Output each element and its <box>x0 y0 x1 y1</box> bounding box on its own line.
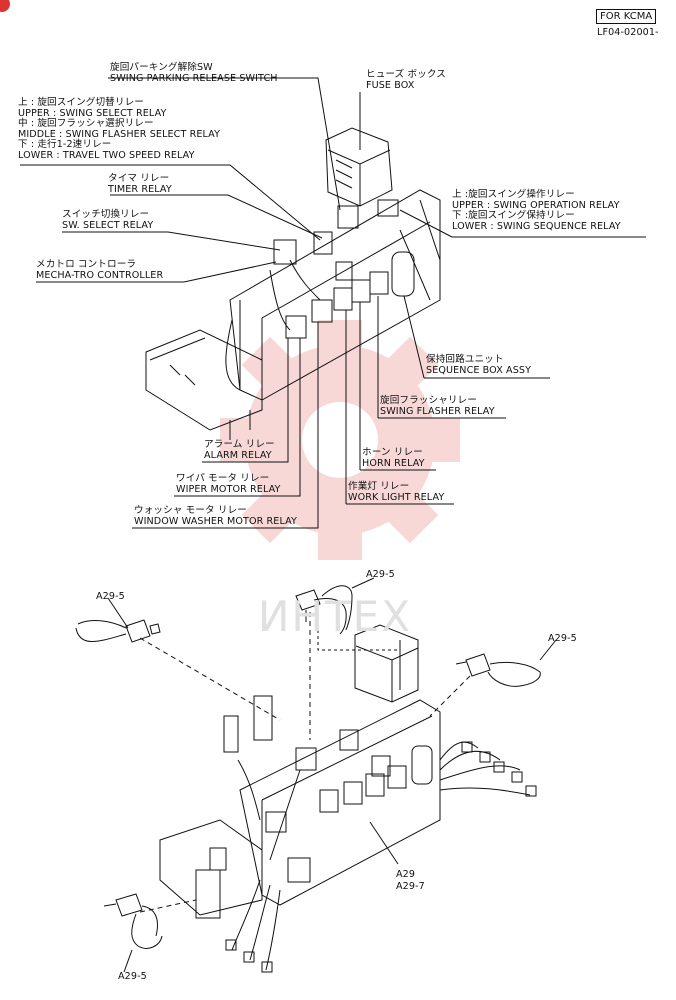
left-group-line-1: 上 : 旋回スイング切替リレー <box>18 97 144 108</box>
lower-harness-assembly <box>159 624 537 973</box>
swing-parking-label-en: SWING PARKING RELEASE SWITCH <box>110 73 278 84</box>
washer-relay-label-en: WINDOW WASHER MOTOR RELAY <box>134 516 297 527</box>
right-group-line-1: 上 :旋回スイング操作リレー <box>452 189 575 200</box>
part-label-a29-5-bottom: A29-5 <box>118 971 147 982</box>
lower-leader-lines <box>139 612 471 913</box>
part-label-a29-5-top: A29-5 <box>366 569 395 580</box>
horn-relay-label-jp: ホーン リレー <box>362 447 423 458</box>
right-group-line-3: 下 :旋回スイング保持リレー <box>452 210 575 221</box>
swing-flasher-label-jp: 旋回フラッシャリレー <box>380 395 477 406</box>
mecha-tro-label-en: MECHA-TRO CONTROLLER <box>36 270 164 281</box>
corner-mark <box>0 0 10 12</box>
sequence-box-label-en: SEQUENCE BOX ASSY <box>426 365 532 376</box>
swing-flasher-label-en: SWING FLASHER RELAY <box>380 406 495 417</box>
fuse-box-label-jp: ヒューズ ボックス <box>366 69 446 80</box>
wiper-relay-label-en: WIPER MOTOR RELAY <box>176 484 281 495</box>
header-badge: FOR KCMA <box>596 9 657 24</box>
left-group-line-3: 中 : 旋回フラッシャ選択リレー <box>18 118 154 129</box>
right-group-line-2: UPPER : SWING OPERATION RELAY <box>452 199 620 211</box>
work-light-relay-label-jp: 作業灯 リレー <box>348 481 410 492</box>
left-group-line-6: LOWER : TRAVEL TWO SPEED RELAY <box>18 149 195 161</box>
part-label-a29-7: A29-7 <box>396 881 425 892</box>
alarm-relay-label-jp: アラーム リレー <box>204 439 275 450</box>
left-relay-group: 上 : 旋回スイング切替リレー UPPER : SWING SELECT REL… <box>18 97 221 161</box>
a29-5-piece-top <box>295 585 353 635</box>
a29-5-piece-right <box>455 653 541 687</box>
fuse-box-label-en: FUSE BOX <box>366 80 415 91</box>
alarm-relay-label-en: ALARM RELAY <box>204 450 272 461</box>
timer-relay-label-en: TIMER RELAY <box>108 184 172 195</box>
washer-relay-label-jp: ウォッシャ モータ リレー <box>134 505 247 516</box>
part-label-a29: A29 <box>396 869 416 880</box>
watermark-text: ИНТЕХ <box>258 592 412 641</box>
lower-part-leaders <box>107 577 557 973</box>
sequence-box-label-jp: 保持回路ユニット <box>426 354 504 365</box>
horn-relay-label-en: HORN RELAY <box>362 458 425 469</box>
a29-5-piece-left <box>75 619 161 643</box>
right-group-line-4: LOWER : SWING SEQUENCE RELAY <box>452 220 621 232</box>
a29-5-piece-bottom <box>103 893 163 949</box>
wiper-relay-label-jp: ワイパ モータ リレー <box>176 473 270 484</box>
left-group-line-5: 下 : 走行1-2速リレー <box>18 139 112 150</box>
mecha-tro-label-jp: メカトロ コントローラ <box>36 259 137 270</box>
part-label-a29-5-right: A29-5 <box>548 633 577 644</box>
upper-controller-assembly <box>145 127 441 440</box>
sw-select-relay-label-en: SW. SELECT RELAY <box>62 220 154 231</box>
right-relay-group: 上 :旋回スイング操作リレー UPPER : SWING OPERATION R… <box>452 189 621 232</box>
swing-parking-label-jp: 旋回パーキング解除SW <box>110 62 213 73</box>
document-code: LF04-02001- <box>597 27 659 38</box>
left-group-line-2: UPPER : SWING SELECT RELAY <box>18 107 167 119</box>
sw-select-relay-label-jp: スイッチ切換リレー <box>62 209 150 220</box>
timer-relay-label-jp: タイマ リレー <box>108 173 170 184</box>
part-label-a29-5-left: A29-5 <box>96 591 125 602</box>
upper-leader-lines <box>20 77 646 529</box>
left-group-line-4: MIDDLE : SWING FLASHER SELECT RELAY <box>18 128 221 140</box>
work-light-relay-label-en: WORK LIGHT RELAY <box>348 492 445 503</box>
